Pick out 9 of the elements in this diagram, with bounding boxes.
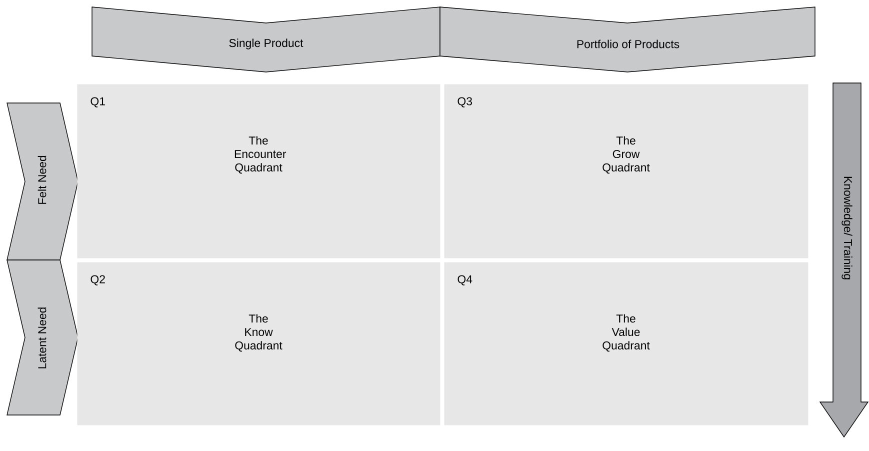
chevron-label: Portfolio of Products	[577, 40, 680, 48]
arrow-label: Knowledge/ Training	[842, 176, 852, 280]
chevron-label: Single Product	[229, 38, 304, 50]
quadrant-panel: Q1 The Encounter Quadrant	[77, 84, 440, 258]
chevron-label: Felt Need	[38, 156, 46, 204]
quadrant-panel: Q2 The Know Quadrant	[77, 262, 440, 426]
quadrant-panel: Q4 The Value Quadrant	[444, 262, 808, 426]
quadrant-panel: Q3 The Grow Quadrant	[444, 84, 808, 258]
chevron-label: Latent Need	[38, 308, 46, 368]
